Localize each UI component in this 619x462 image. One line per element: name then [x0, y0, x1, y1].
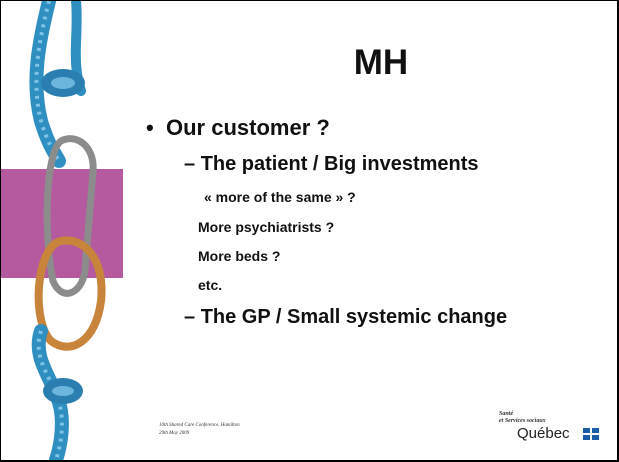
- subbullet-text: The patient / Big investments: [200, 153, 479, 175]
- subbullet-gp: – The GP / Small systemic change: [184, 306, 507, 329]
- logo-name: Québec: [517, 425, 570, 442]
- bullet-dot: •: [146, 115, 154, 140]
- grey-carabiner: [43, 135, 97, 297]
- logo-line-1: Santé: [499, 411, 514, 417]
- dash-marker: –: [184, 153, 196, 175]
- subbullet-patient: – The patient / Big investments: [184, 153, 479, 176]
- accent-band: [1, 169, 123, 278]
- bullet-text: Our customer ?: [166, 115, 330, 140]
- item-etc: etc.: [198, 277, 223, 293]
- item-more-psychiatrists: More psychiatrists ?: [198, 219, 335, 235]
- dash-marker: –: [184, 306, 196, 328]
- footer-line-1: 10th Shared Care Conference, Hamilton: [159, 423, 240, 428]
- bullet-our-customer: • Our customer ?: [146, 115, 330, 141]
- orange-carabiner: [34, 236, 106, 351]
- item-more-of-the-same: « more of the same » ?: [204, 189, 356, 205]
- logo-line-2: et Services sociaux: [499, 418, 546, 424]
- subbullet-text: The GP / Small systemic change: [200, 306, 508, 328]
- quebec-flag-icon: [583, 428, 599, 440]
- quebec-logo: Santé et Services sociaux Québec: [499, 411, 599, 442]
- item-more-beds: More beds ?: [198, 248, 281, 264]
- slide-title: MH: [353, 43, 409, 82]
- footer-note: 10th Shared Care Conference, Hamilton 29…: [159, 422, 240, 438]
- footer-line-2: 29th May 2009: [159, 431, 190, 436]
- rope-carabiner-illustration: [29, 1, 106, 460]
